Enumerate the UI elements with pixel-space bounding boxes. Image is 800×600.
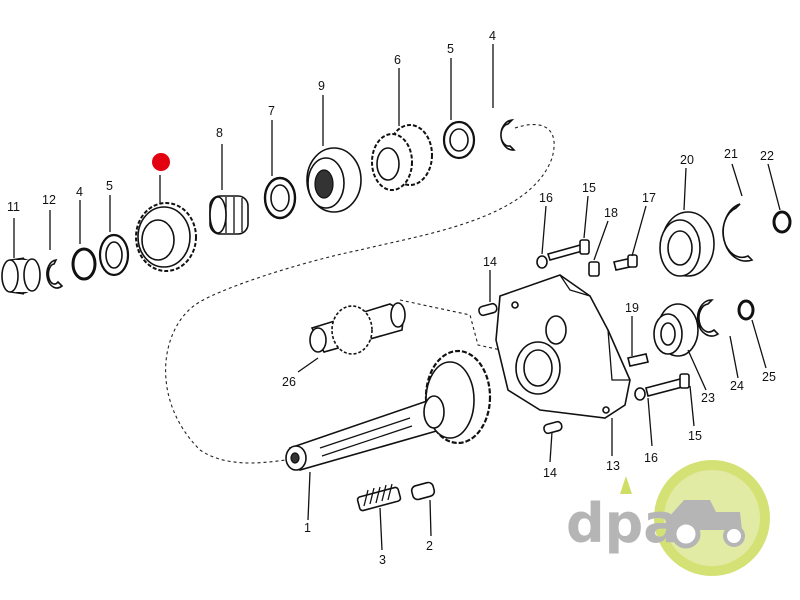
- part-26-pinion-shaft: [309, 302, 406, 355]
- label-18: 18: [604, 206, 618, 220]
- label-25: 25: [762, 370, 776, 384]
- part-14-dowel-upper: [478, 302, 498, 317]
- part-4-snap-ring-right: [500, 118, 516, 151]
- label-2: 2: [426, 539, 433, 553]
- label-14-lower: 14: [543, 466, 557, 480]
- label-24: 24: [730, 379, 744, 393]
- label-20: 20: [680, 153, 694, 167]
- part-25-ring: [737, 299, 755, 321]
- dpa-logo: dpa: [566, 460, 770, 576]
- label-13: 13: [606, 459, 620, 473]
- label-4-right: 4: [489, 29, 496, 43]
- label-6: 6: [394, 53, 401, 67]
- label-16-lower: 16: [644, 451, 658, 465]
- label-4-left: 4: [76, 185, 83, 199]
- leader-lines: [13, 44, 781, 551]
- label-16-upper: 16: [539, 191, 553, 205]
- label-3: 3: [379, 553, 386, 567]
- part-4-ring-left: [71, 247, 97, 281]
- part-2-pin: [410, 481, 436, 501]
- label-15-lower: 15: [688, 429, 702, 443]
- label-15-upper: 15: [582, 181, 596, 195]
- part-15-bolt-upper: [546, 239, 590, 261]
- label-7: 7: [268, 104, 275, 118]
- part-1-main-shaft: [285, 349, 492, 471]
- label-5-left: 5: [106, 179, 113, 193]
- label-23: 23: [701, 391, 715, 405]
- part-15-bolt-lower: [645, 373, 690, 397]
- label-8: 8: [216, 126, 223, 140]
- label-22: 22: [760, 149, 774, 163]
- label-26: 26: [282, 375, 296, 389]
- part-5-ring-right: [442, 120, 476, 160]
- part-13-housing: [495, 274, 631, 419]
- part-11-bush: [1, 257, 41, 295]
- part-24-circlip: [696, 299, 720, 337]
- part-21-circlip: [722, 203, 754, 262]
- part-5-ring-left: [98, 233, 130, 277]
- part-16-washer-upper: [536, 255, 548, 269]
- part-18-plug: [588, 261, 600, 277]
- logo-text: dpa: [566, 492, 680, 555]
- label-14-upper: 14: [483, 255, 497, 269]
- label-1: 1: [304, 521, 311, 535]
- part-6-double-gear: [371, 124, 433, 191]
- part-19-screw: [627, 353, 649, 367]
- part-highlighted-gear: [135, 202, 197, 272]
- part-20-bearing: [659, 211, 715, 277]
- part-7-ring: [263, 176, 297, 220]
- label-19: 19: [625, 301, 639, 315]
- label-5-right: 5: [447, 42, 454, 56]
- part-numbers: 11 12 4 5 8 7 9 6 5 4 16 15 18 17 20 21 …: [7, 29, 776, 567]
- tractor-icon: [668, 500, 745, 549]
- part-3-spring: [356, 483, 402, 512]
- part-22-ring: [772, 210, 792, 234]
- part-23-bearing: [653, 303, 699, 357]
- part-14-dowel-lower: [543, 420, 563, 435]
- highlight-marker: [152, 153, 170, 171]
- label-11: 11: [7, 200, 20, 214]
- part-16-washer-lower: [634, 387, 646, 401]
- part-17-screw: [613, 254, 638, 271]
- label-12: 12: [42, 193, 56, 207]
- part-9-synchro-hub: [306, 147, 362, 213]
- label-21: 21: [724, 147, 738, 161]
- label-17: 17: [642, 191, 656, 205]
- part-8-needle-cage: [209, 195, 249, 235]
- label-9: 9: [318, 79, 325, 93]
- part-12-snap-ring: [46, 259, 64, 289]
